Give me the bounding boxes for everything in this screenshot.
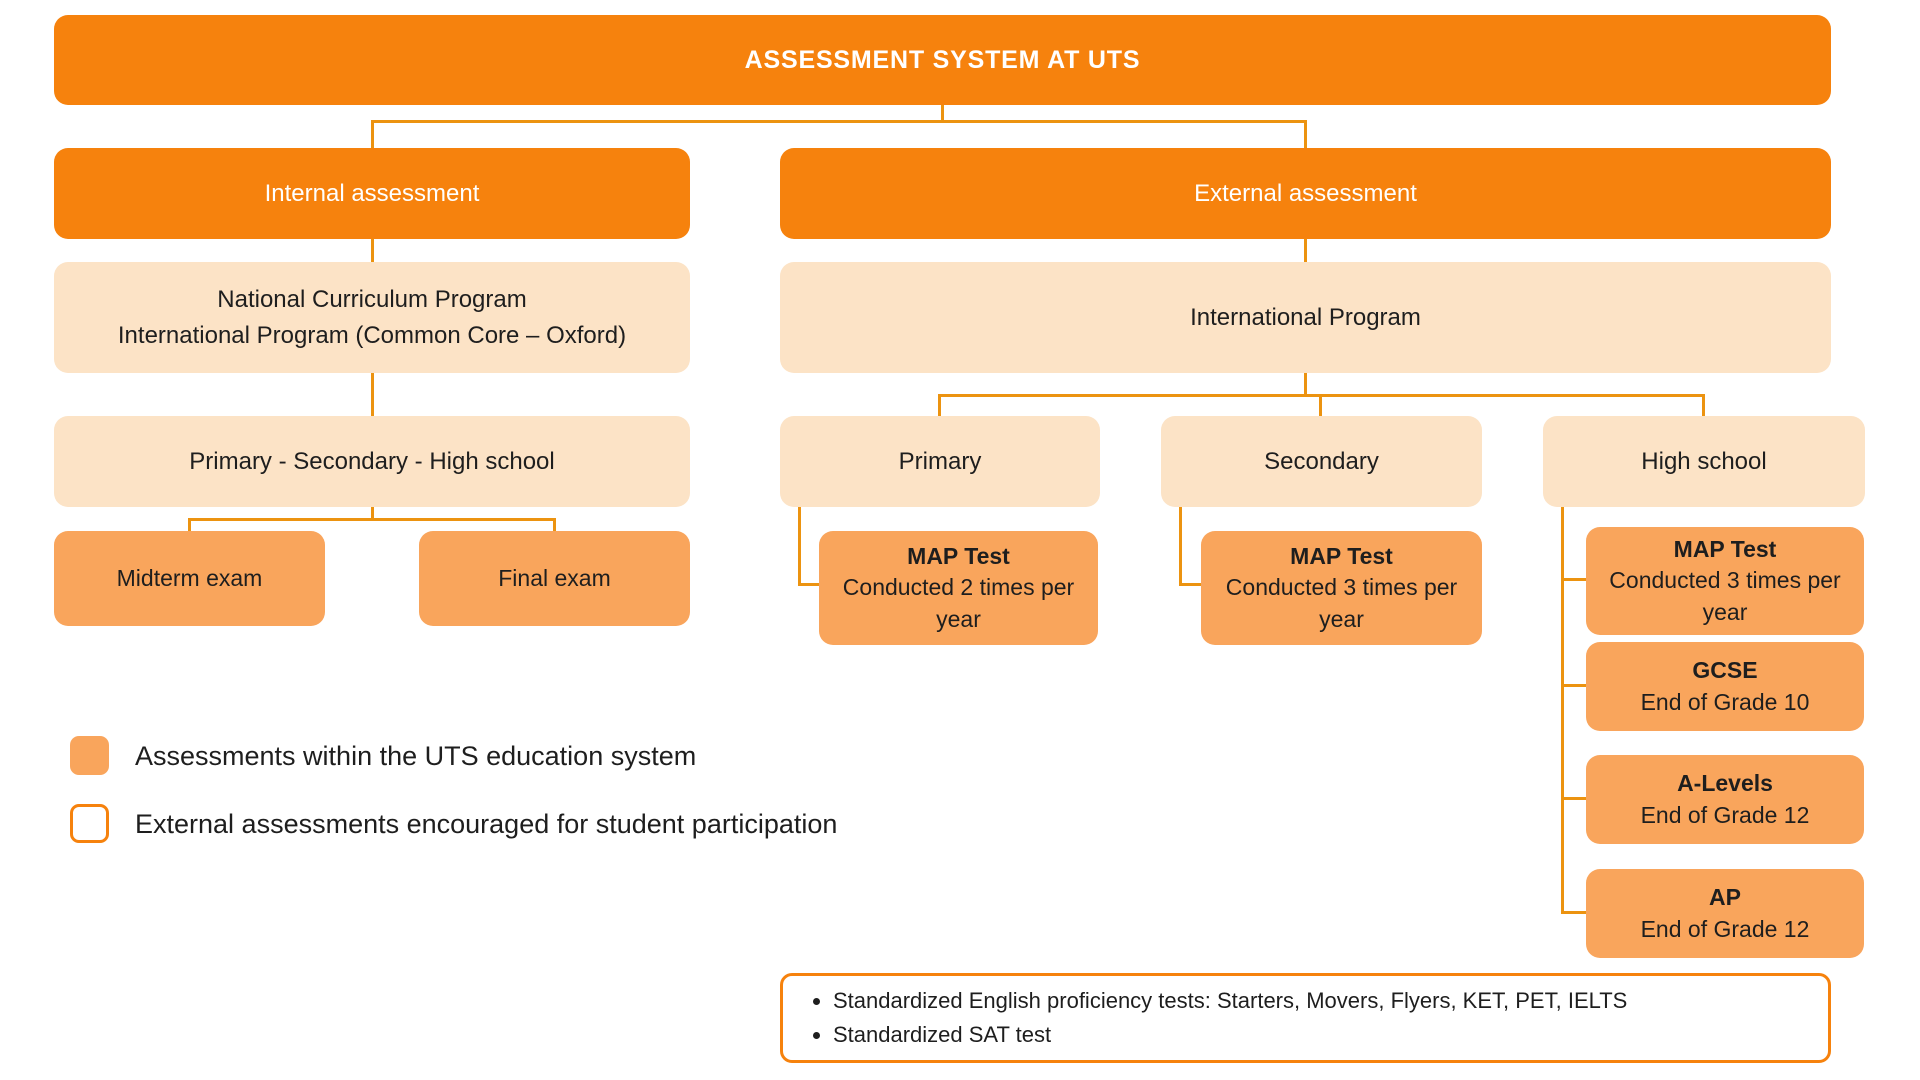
connector-internal-v2	[371, 373, 374, 416]
internal-levels-label: Primary - Secondary - High school	[189, 447, 555, 475]
connector-external-drop	[1304, 120, 1307, 148]
highschool-map-test-subtitle: Conducted 3 times per year	[1609, 567, 1841, 625]
a-levels-box: A-Levels End of Grade 12	[1586, 755, 1864, 844]
connector-highschool-stub-ap	[1561, 911, 1586, 914]
connector-internal-drop	[371, 120, 374, 148]
connector-psh-drop	[371, 507, 374, 521]
connector-midterm-drop	[188, 518, 191, 531]
connector-highschool-stub-gcse	[1561, 684, 1586, 687]
external-assessment-label: External assessment	[1194, 179, 1417, 207]
final-exam-box: Final exam	[419, 531, 690, 626]
connector-secondary-elbow-v	[1179, 507, 1182, 586]
external-secondary-label: Secondary	[1264, 447, 1379, 475]
legend-item-internal-label: Assessments within the UTS education sys…	[135, 741, 697, 771]
legend-outlined-square-icon	[70, 804, 109, 843]
ap-title: AP	[1709, 884, 1741, 911]
legend-filled-square-icon	[70, 736, 109, 775]
a-levels-title: A-Levels	[1677, 770, 1773, 797]
midterm-exam-box: Midterm exam	[54, 531, 325, 626]
connector-external-v2	[1304, 373, 1307, 397]
connector-highschool-stub-map	[1561, 578, 1586, 581]
external-primary-label: Primary	[898, 447, 982, 475]
connector-title-drop	[941, 105, 944, 122]
gcse-box: GCSE End of Grade 10	[1586, 642, 1864, 731]
internal-program-line2: International Program (Common Core – Oxf…	[117, 321, 627, 349]
a-levels-subtitle: End of Grade 12	[1640, 801, 1810, 828]
ap-box: AP End of Grade 12	[1586, 869, 1864, 958]
primary-map-test-title: MAP Test	[907, 543, 1010, 570]
internal-program-box: National Curriculum Program Internationa…	[54, 262, 690, 373]
gcse-subtitle: End of Grade 10	[1640, 688, 1810, 715]
highschool-map-test-box: MAP Test Conducted 3 times per year	[1586, 527, 1864, 635]
legend-item-external-label: External assessments encouraged for stud…	[135, 809, 838, 839]
footnote-bullet-sat: Standardized SAT test	[833, 1018, 1627, 1052]
chart-title: ASSESSMENT SYSTEM AT UTS	[54, 15, 1831, 105]
ap-subtitle: End of Grade 12	[1640, 915, 1810, 942]
connector-highschool-stub-alevels	[1561, 797, 1586, 800]
secondary-map-test-subtitle: Conducted 3 times per year	[1225, 574, 1458, 632]
connector-exams-horizontal	[188, 518, 556, 521]
connector-highschool-spine	[1561, 507, 1564, 914]
connector-primary-elbow-v	[798, 507, 801, 586]
chart-title-text: ASSESSMENT SYSTEM AT UTS	[744, 45, 1141, 74]
internal-assessment-label: Internal assessment	[264, 179, 480, 207]
internal-levels-box: Primary - Secondary - High school	[54, 416, 690, 507]
external-highschool-box: High school	[1543, 416, 1865, 507]
connector-secondary-elbow-h	[1179, 583, 1201, 586]
connector-primary-elbow-h	[798, 583, 819, 586]
external-assessment-header: External assessment	[780, 148, 1831, 239]
connector-final-drop	[553, 518, 556, 531]
primary-map-test-box: MAP Test Conducted 2 times per year	[819, 531, 1098, 645]
international-program-label: International Program	[1190, 303, 1421, 331]
secondary-map-test-box: MAP Test Conducted 3 times per year	[1201, 531, 1482, 645]
connector-internal-v1	[371, 239, 374, 262]
secondary-map-test-title: MAP Test	[1290, 543, 1393, 570]
gcse-title: GCSE	[1692, 657, 1758, 684]
external-highschool-label: High school	[1641, 447, 1767, 475]
internal-assessment-header: Internal assessment	[54, 148, 690, 239]
internal-program-line1: National Curriculum Program	[217, 285, 527, 313]
international-program-box: International Program	[780, 262, 1831, 373]
footnote-bullet-english-tests: Standardized English proficiency tests: …	[833, 984, 1627, 1018]
final-exam-label: Final exam	[498, 565, 611, 591]
footnote-box: Standardized English proficiency tests: …	[780, 973, 1831, 1063]
connector-secondary-drop	[1319, 394, 1322, 416]
midterm-exam-label: Midterm exam	[116, 565, 263, 591]
external-secondary-box: Secondary	[1161, 416, 1482, 507]
footnote-list: Standardized English proficiency tests: …	[805, 984, 1627, 1052]
highschool-map-test-title: MAP Test	[1673, 536, 1777, 563]
primary-map-test-subtitle: Conducted 2 times per year	[842, 574, 1075, 632]
external-primary-box: Primary	[780, 416, 1100, 507]
connector-primary-drop	[938, 394, 941, 416]
connector-highschool-drop	[1702, 394, 1705, 416]
connector-external-v1	[1304, 239, 1307, 262]
connector-main-horizontal	[371, 120, 1307, 123]
